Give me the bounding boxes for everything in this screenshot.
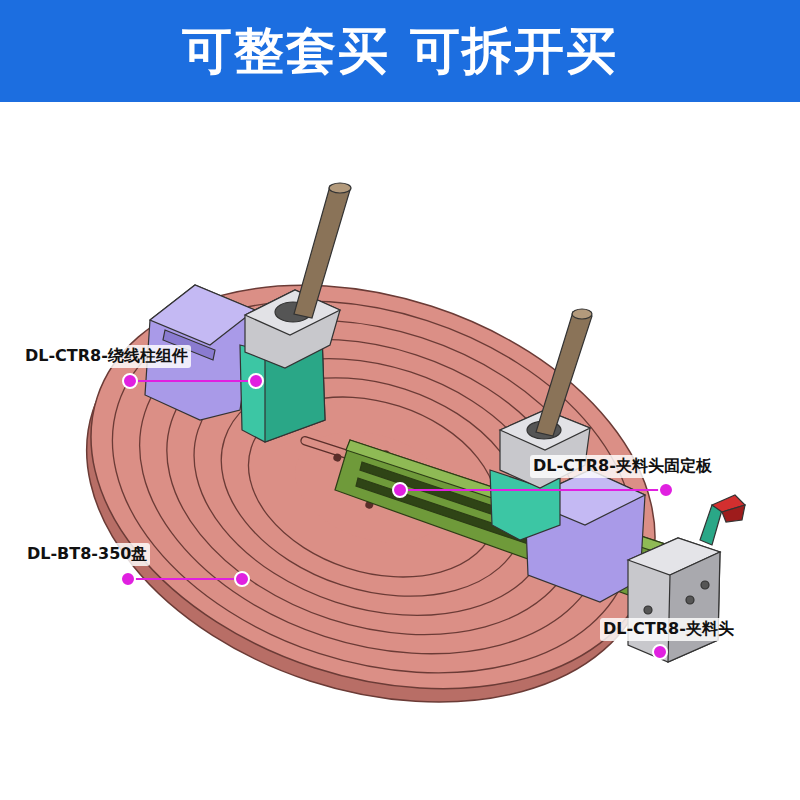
- part-name: DL-CTR8-夹料头固定板: [530, 455, 715, 478]
- page-title: 可整套买 可拆开买: [0, 0, 800, 102]
- winding-post-assembly: [145, 183, 351, 442]
- part-name: DL-CTR8-绕线柱组件: [22, 345, 191, 368]
- title-banner: [0, 0, 800, 102]
- turntable-disk: [34, 217, 707, 771]
- title-banner: 可整套买 可拆开买: [0, 0, 800, 102]
- part-name: DL-CTR8-夹料头: [600, 618, 737, 641]
- leader-lines: [121, 374, 673, 659]
- part-name: DL-BT8-350盘: [24, 543, 150, 566]
